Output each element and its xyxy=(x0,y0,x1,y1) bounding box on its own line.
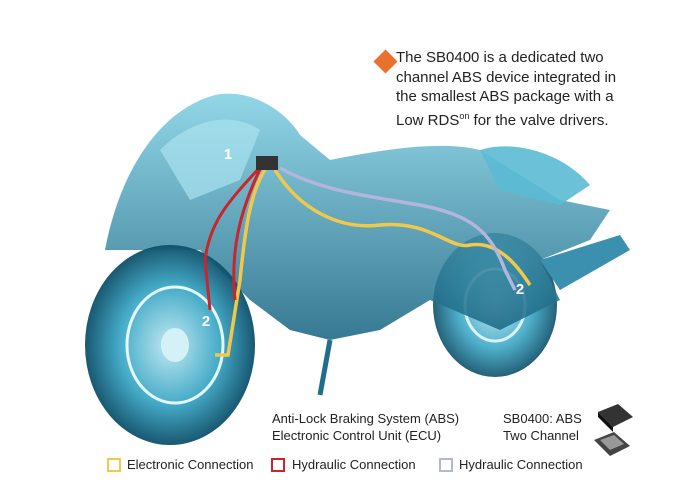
marker-label: 1 xyxy=(223,146,233,163)
description-line: the smallest ABS package with a xyxy=(396,88,614,105)
electronic-connection-wire xyxy=(215,163,270,357)
marker-label: 2 xyxy=(515,281,525,298)
key-ecu-label: Anti-Lock Braking System (ABS) Electronic… xyxy=(272,410,459,444)
key-label-line: SB0400: ABS xyxy=(503,411,582,426)
legend-swatch-electronic xyxy=(107,458,121,472)
legend-swatch-hydraulic-lavender xyxy=(439,458,453,472)
description-text: Low RDS xyxy=(396,111,460,129)
electronic-connection-wire-rear xyxy=(273,169,532,286)
key-marker-1: 1 xyxy=(240,413,264,437)
legend-label-electronic: Electronic Connection xyxy=(127,457,254,472)
marker-ecu: 1 xyxy=(216,143,240,167)
marker-label: 2 xyxy=(201,313,211,330)
key-sb0400-label: SB0400: ABS Two Channel xyxy=(503,410,582,444)
legend-label-hydraulic-red: Hydraulic Connection xyxy=(292,457,416,472)
legend-label-hydraulic-lavender: Hydraulic Connection xyxy=(459,457,583,472)
legend-swatch-hydraulic-red xyxy=(271,458,285,472)
key-label-line: Anti-Lock Braking System (ABS) xyxy=(272,411,460,426)
key-marker-label: 1 xyxy=(247,416,257,433)
description-line: channel ABS device integrated in xyxy=(396,68,617,86)
marker-rear-abs: 2 xyxy=(508,278,532,302)
sb0400-description: The SB0400 is a dedicated two channel AB… xyxy=(396,48,686,130)
description-superscript: on xyxy=(459,110,470,121)
front-wheel xyxy=(85,245,255,445)
key-marker-2: 2 xyxy=(472,413,496,437)
hydraulic-connection-lavender xyxy=(279,166,517,291)
hydraulic-connection-red xyxy=(203,163,264,311)
key-marker-label: 2 xyxy=(479,416,489,433)
description-text: for the valve drivers. xyxy=(469,111,609,129)
key-label-line: Electronic Control Unit (ECU) xyxy=(272,428,442,443)
chip-icon xyxy=(594,404,633,456)
description-line: Low RDSon for the valve drivers. xyxy=(396,107,686,131)
ecu-module xyxy=(256,156,278,170)
marker-front-abs: 2 xyxy=(194,310,218,334)
key-label-line: Two Channel xyxy=(503,428,579,443)
description-line: The SB0400 is a dedicated two xyxy=(396,49,604,66)
